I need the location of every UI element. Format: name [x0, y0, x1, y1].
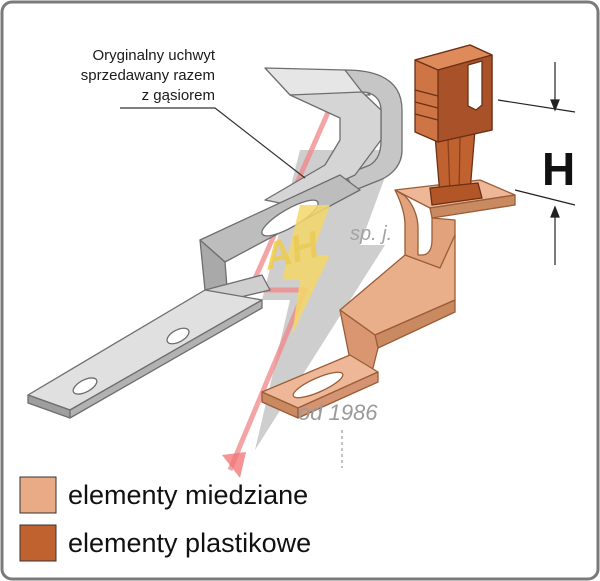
watermark-arrow-head	[222, 452, 246, 478]
plastic-head-side	[437, 54, 493, 143]
steel-hook	[27, 67, 403, 419]
legend: elementy miedziane elementy plastikowe	[19, 476, 311, 562]
plastic-base	[429, 182, 483, 206]
dimension-label: H	[542, 143, 575, 195]
dim-ext-bottom	[514, 189, 576, 206]
legend-swatch-copper	[19, 476, 57, 514]
copper-bracket	[261, 179, 516, 419]
plastic-holder	[414, 44, 493, 206]
callout: Oryginalny uchwyt sprzedawany razem z gą…	[81, 47, 306, 179]
plastic-head-slot	[467, 60, 483, 111]
legend-swatch-plastic	[19, 524, 57, 562]
callout-line-1: Oryginalny uchwyt	[92, 47, 215, 64]
head-groove-1	[414, 89, 439, 97]
legend-label-plastic: elementy plastikowe	[68, 528, 311, 558]
dim-arrow-bottom	[550, 205, 560, 218]
hook-top-tab	[264, 67, 371, 96]
callout-line-2: sprzedawany razem	[81, 67, 215, 84]
dimension-h	[497, 62, 576, 265]
dim-arrow-top	[550, 99, 560, 112]
copper-foot-slot	[292, 371, 344, 399]
strap-hole-1	[72, 377, 98, 395]
watermark-since: od 1986	[298, 400, 378, 425]
strap-hole-2	[166, 327, 190, 345]
hook-strap-side	[69, 299, 263, 419]
callout-leader	[120, 107, 306, 179]
watermark-company: sp. j.	[350, 223, 392, 245]
copper-top-edge	[429, 194, 516, 219]
head-groove-2	[414, 101, 439, 109]
callout-line-3: z gąsiorem	[142, 87, 215, 104]
legend-label-copper: elementy miedziane	[68, 480, 308, 510]
dim-ext-top	[497, 99, 576, 113]
head-groove-3	[414, 113, 439, 121]
copper-foot-side	[297, 371, 379, 419]
